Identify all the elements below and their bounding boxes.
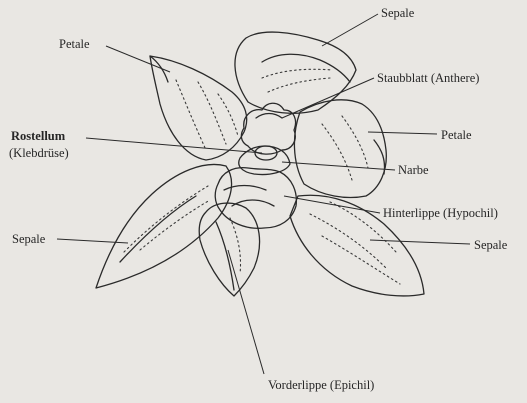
- label-sepale-left: Sepale: [12, 232, 45, 246]
- label-sepale-right: Sepale: [474, 238, 507, 252]
- left-sepal: [96, 164, 232, 288]
- right-petal-vein: [322, 124, 352, 180]
- top-sepal-vein: [262, 69, 332, 78]
- label-petale-left: Petale: [59, 37, 90, 51]
- label-narbe: Narbe: [398, 163, 429, 177]
- top-sepal-fold: [262, 54, 350, 82]
- label-petale-right: Petale: [441, 128, 472, 142]
- leader-vorderlippe: [228, 250, 264, 374]
- leader-staubblatt: [282, 78, 374, 118]
- hypochil-fold: [224, 186, 266, 191]
- label-sepale-top: Sepale: [381, 6, 414, 20]
- left-petal-vein: [198, 82, 226, 144]
- top-sepal-vein: [268, 78, 330, 92]
- right-sepal-vein: [310, 214, 386, 268]
- anther-cap: [256, 114, 282, 119]
- right-petal: [294, 100, 386, 198]
- leader-rostellum: [86, 138, 262, 153]
- label-hinterlippe: Hinterlippe (Hypochil): [383, 206, 498, 220]
- hypochil: [215, 168, 296, 229]
- leader-sepale-right: [370, 240, 470, 244]
- top-sepal: [235, 32, 356, 113]
- label-rostellum: Rostellum: [11, 129, 65, 143]
- label-klebdruese: (Klebdrüse): [9, 146, 69, 160]
- label-staubblatt: Staubblatt (Anthere): [377, 71, 479, 85]
- leader-sepale-top: [322, 14, 378, 46]
- right-petal-vein: [342, 116, 368, 168]
- label-vorderlippe: Vorderlippe (Epichil): [268, 378, 374, 392]
- leader-narbe: [282, 162, 395, 170]
- left-sepal-fold: [120, 196, 196, 262]
- right-sepal-vein: [322, 236, 400, 284]
- leader-petale-right: [368, 132, 437, 134]
- left-petal-vein: [176, 80, 206, 150]
- left-petal-vein: [218, 94, 238, 136]
- epichil-vein: [230, 218, 241, 274]
- epichil: [199, 203, 259, 296]
- leader-hinterlippe: [284, 196, 380, 213]
- leader-petale-left: [106, 46, 170, 72]
